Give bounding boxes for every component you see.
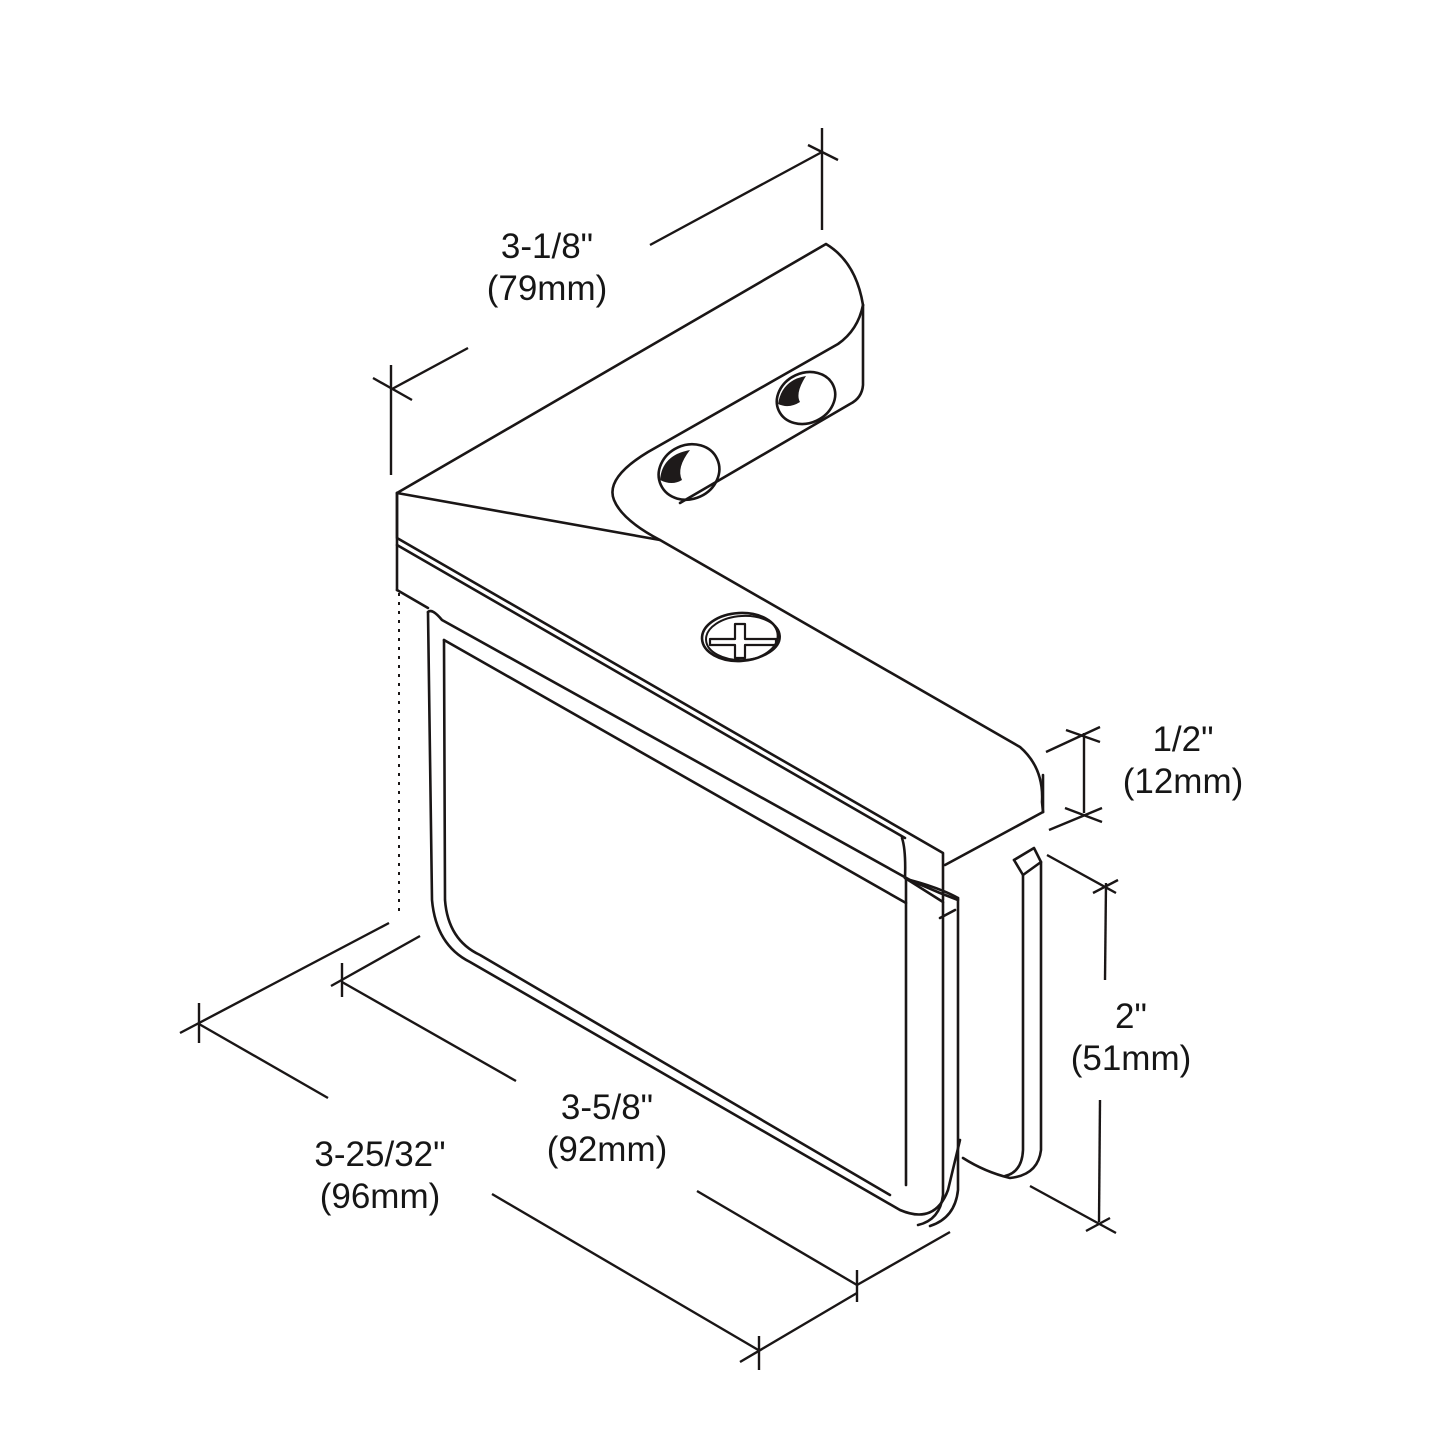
label-height: 2" (51mm) (1046, 996, 1216, 1080)
plate-thickness-imperial: 1/2" (1152, 720, 1214, 759)
plate-thickness-metric: (12mm) (1122, 762, 1244, 801)
height-metric: (51mm) (1070, 1039, 1192, 1078)
inner-length-imperial: 3-5/8" (560, 1088, 654, 1127)
overall-length-imperial: 3-25/32" (314, 1135, 446, 1174)
phillips-screw-icon (700, 611, 781, 663)
dimension-height (1029, 853, 1119, 1235)
top-length-imperial: 3-1/8" (500, 227, 594, 266)
dimension-top-length (372, 128, 839, 475)
label-plate-thickness: 1/2" (12mm) (1098, 719, 1268, 803)
dimension-overall-length (179, 921, 858, 1370)
mounting-hole-1 (657, 442, 721, 502)
top-plate (395, 242, 1045, 902)
label-inner-length: 3-5/8" (92mm) (522, 1087, 692, 1171)
clamp-rear-plate (961, 846, 1043, 1180)
height-imperial: 2" (1115, 997, 1147, 1036)
top-length-metric: (79mm) (486, 269, 608, 308)
dimension-inner-length (330, 934, 951, 1302)
label-top-length: 3-1/8" (79mm) (462, 226, 632, 310)
inner-length-metric: (92mm) (546, 1130, 668, 1169)
overall-length-metric: (96mm) (319, 1177, 441, 1216)
mounting-hole-2 (775, 370, 837, 426)
dimension-plate-thickness (1045, 725, 1103, 832)
clamp-front-plate (426, 609, 962, 1228)
label-overall-length: 3-25/32" (96mm) (280, 1134, 480, 1218)
